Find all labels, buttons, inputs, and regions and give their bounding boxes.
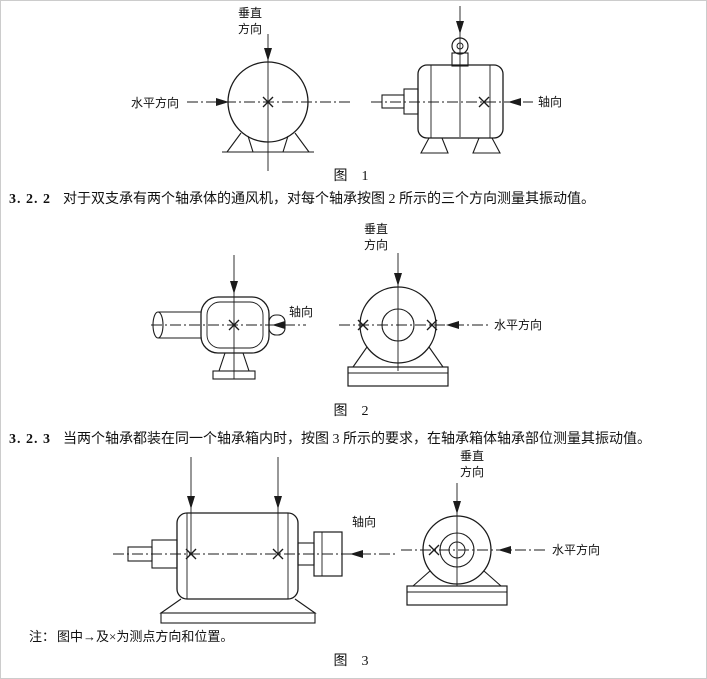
bearing-outer-circle	[422, 515, 492, 585]
left-foot	[225, 132, 254, 153]
eyebolt-hole	[456, 42, 464, 50]
right-foot	[282, 132, 311, 153]
vertical-direction-arrowhead	[456, 21, 464, 34]
measurement-point-marker	[262, 96, 274, 108]
eyebolt-ring	[451, 37, 469, 55]
vertical-direction-arrowhead	[274, 496, 282, 509]
fig3-front-view-drawing	[401, 483, 548, 606]
paragraph-3-2-2: 3. 2. 2 对于双支承有两个轴承体的通风机，对每个轴承按图 2 所示的三个方向…	[9, 190, 703, 210]
vertical-direction-arrowhead	[230, 281, 238, 294]
axial-direction-arrowhead	[272, 321, 285, 329]
vertical-direction-arrowhead	[264, 48, 272, 61]
clause-text: 当两个轴承都装在同一个轴承箱内时，按图 3 所示的要求，在轴承箱体轴承部位测量其…	[63, 432, 651, 447]
measurement-point-marker	[428, 544, 440, 556]
bearing-middle-circle	[439, 532, 475, 568]
fig1-side-view-drawing	[371, 6, 533, 154]
fig3-side-view-drawing	[113, 457, 397, 624]
bearing-outer-circle	[359, 286, 437, 364]
fig3-axial-direction-label: 轴向	[352, 515, 377, 529]
fig2-axial-direction-label: 轴向	[289, 305, 314, 319]
vertical-direction-arrowhead	[394, 273, 402, 286]
note-text: 图中→及×为测点方向和位置。	[57, 629, 234, 644]
shaft-end	[152, 311, 164, 339]
base-plate	[160, 612, 316, 624]
measurement-point-marker	[228, 319, 240, 331]
fig2-front-view-drawing	[339, 253, 491, 387]
shaft-step-large	[403, 88, 419, 115]
pedestal-base	[347, 366, 449, 387]
vertical-direction-arrowhead	[453, 501, 461, 514]
figure-note: 注：图中→及×为测点方向和位置。	[29, 626, 233, 645]
fig3-caption: 图 3	[333, 654, 369, 669]
base-plate	[212, 370, 256, 380]
shaft-stub	[268, 314, 286, 336]
paragraph-3-2-3: 3. 2. 3 当两个轴承都装在同一个轴承箱内时，按图 3 所示的要求，在轴承箱体…	[9, 430, 703, 450]
fig1-front-view-drawing	[187, 34, 353, 171]
fig1-vertical-direction-label: 垂直 方向	[238, 6, 263, 37]
bearing-inner-circle	[381, 308, 415, 342]
shaft-step-small	[381, 94, 405, 109]
measurement-point-marker	[272, 548, 284, 560]
bearing-housing-inner	[206, 301, 264, 349]
left-foot	[420, 137, 449, 154]
fan-casing-outline	[227, 61, 309, 143]
fig2-vertical-direction-label: 垂直 方向	[364, 222, 389, 253]
axial-direction-arrowhead	[350, 550, 363, 558]
coupling	[313, 531, 343, 577]
eyebolt-neck	[451, 52, 469, 67]
fig1-horizontal-direction-label: 水平方向	[131, 96, 180, 110]
measurement-point-marker	[478, 96, 490, 108]
fig2-caption: 图 2	[333, 404, 369, 419]
shaft-step-small	[127, 546, 153, 562]
pedestal	[159, 598, 317, 614]
fig1-caption: 图 1	[333, 169, 369, 184]
measurement-point-marker	[357, 319, 369, 331]
measurement-point-marker	[185, 548, 197, 560]
horizontal-direction-arrowhead	[446, 321, 459, 329]
note-label: 注：	[29, 629, 56, 644]
bearing-inner-circle	[448, 541, 466, 559]
fig2-side-view-drawing	[151, 255, 306, 380]
axial-direction-arrowhead	[508, 98, 521, 106]
right-foot	[472, 137, 501, 154]
measurement-point-marker	[426, 319, 438, 331]
clause-text: 对于双支承有两个轴承体的通风机，对每个轴承按图 2 所示的三个方向测量其振动值。	[63, 192, 595, 207]
fig3-horizontal-direction-label: 水平方向	[552, 543, 601, 557]
horizontal-direction-arrowhead	[216, 98, 229, 106]
fig3-vertical-direction-label: 垂直 方向	[460, 449, 485, 480]
fig1-axial-direction-label: 轴向	[538, 95, 563, 109]
clause-number: 3. 2. 2	[9, 192, 51, 207]
fig2-horizontal-direction-label: 水平方向	[494, 318, 543, 332]
pedestal-base	[406, 585, 508, 606]
clause-number: 3. 2. 3	[9, 432, 51, 447]
vertical-direction-arrowhead	[187, 496, 195, 509]
horizontal-direction-arrowhead	[498, 546, 511, 554]
